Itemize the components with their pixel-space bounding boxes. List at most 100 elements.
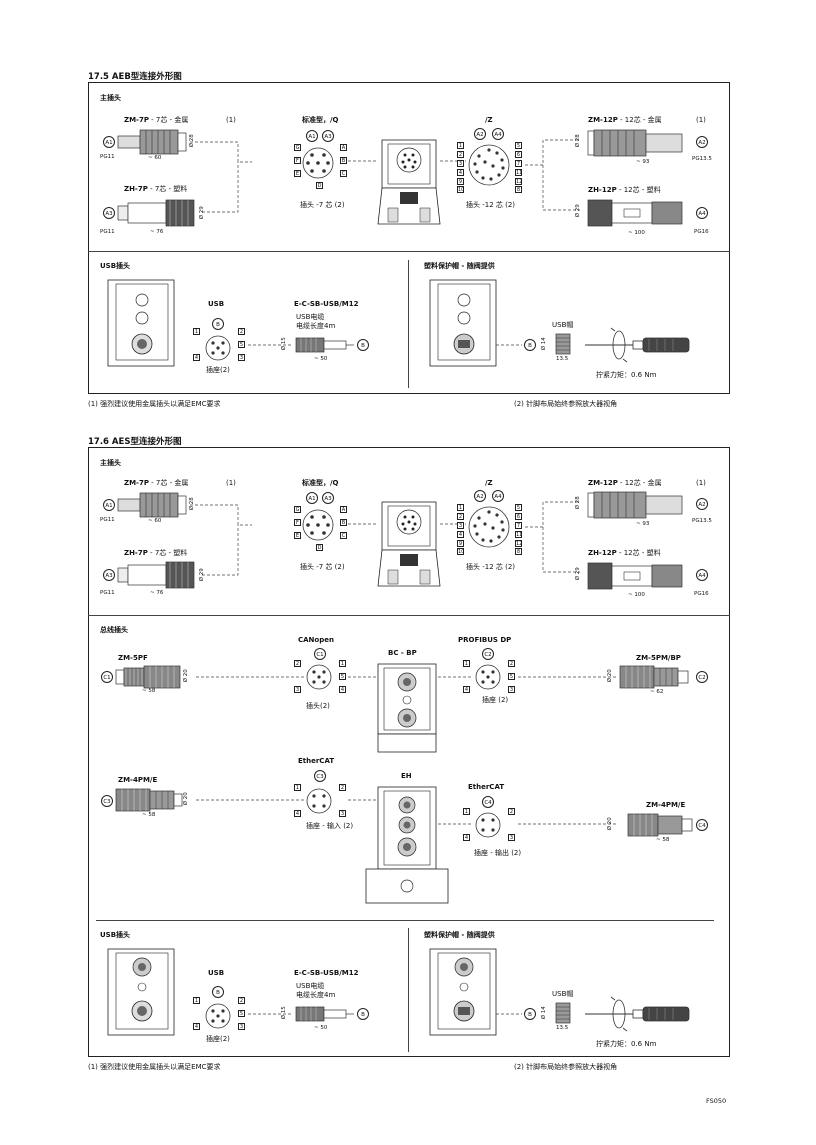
zh7p-connector-drawing — [117, 199, 195, 227]
profibus-pin-face — [475, 664, 501, 690]
aes-pin12-9: 9 — [457, 540, 464, 547]
zm5pmbp-connector-drawing — [619, 665, 689, 689]
ethercat-out-dash-right — [518, 823, 616, 825]
pin12-2: 2 — [457, 151, 464, 158]
usb-cable-length: 电缆长度4m — [296, 322, 336, 330]
canopen-dash — [348, 676, 376, 678]
pin12-6: 6 — [515, 151, 522, 158]
canopen-pin-5: 5 — [339, 673, 346, 680]
aes-cap-dash — [496, 1013, 522, 1015]
zm7p-length: ~ 60 — [148, 155, 162, 161]
usb-pin-3: 3 — [238, 354, 245, 361]
aes-left-dash-lines — [190, 504, 252, 576]
usb-socket-caption: 插座(2) — [206, 366, 230, 374]
pin7-g: G — [294, 144, 301, 151]
cap-b-marker: B — [524, 339, 536, 351]
aeb-frame — [88, 82, 730, 394]
aes-usb-cap-dia: Ø 14 — [540, 1006, 547, 1020]
aes-a1-marker: A1 — [103, 499, 115, 511]
c3-marker: C3 — [101, 795, 113, 807]
zh12p-pg: PG16 — [694, 229, 709, 235]
zh12p-label: ZH-12P - 12芯 - 塑料 — [588, 186, 661, 194]
c1-marker: C1 — [101, 671, 113, 683]
aes-pin12-6: 6 — [515, 513, 522, 520]
zm5pmbp-label: ZM-5PM/BP — [636, 654, 681, 662]
zm5pf-connector-drawing — [115, 665, 181, 689]
aes-pin7-c: C — [340, 532, 347, 539]
aes-pin12-2: 2 — [457, 513, 464, 520]
profibus-pin-5: 5 — [508, 673, 515, 680]
zh12p-connector-drawing — [587, 199, 683, 227]
aes-zh12p-label: ZH-12P - 12芯 - 塑料 — [588, 549, 661, 557]
aes-zm12p-dia: Ø 28 — [574, 496, 581, 510]
cap-dash — [496, 344, 522, 346]
aes-zm12p-pg: PG13.5 — [692, 518, 712, 524]
aes-pin12-3: 3 — [457, 522, 464, 529]
pin12-3: 3 — [457, 160, 464, 167]
note-1-marker: (1) — [226, 116, 236, 124]
usb-pin-2: 2 — [238, 328, 245, 335]
aes-usb-cable-dia: Ø 15 — [280, 1006, 287, 1020]
profibus-caption: 插座 (2) — [482, 696, 509, 704]
plug12-caption: 插头 -12 芯 (2) — [466, 201, 516, 209]
profibus-dash-left — [438, 676, 472, 678]
aes-z-label: /Z — [485, 479, 493, 487]
usb-b-marker: B — [212, 318, 224, 330]
ethercat-out-pin-3: 3 — [508, 834, 515, 841]
aes-pin12-12: 12 — [515, 540, 523, 547]
ethercat-c4-marker: C4 — [482, 796, 494, 808]
canopen-label: CANopen — [298, 636, 334, 644]
aes-usb-pin-2: 2 — [238, 997, 245, 1004]
aes-usb-pin-4: 4 — [193, 1023, 200, 1030]
aes-zh7p-label: ZH-7P - 7芯 - 塑料 — [124, 549, 188, 557]
usb-cable-drawing — [295, 337, 354, 353]
zm5pf-label: ZM-5PF — [118, 654, 148, 662]
usb-pin5-face — [205, 335, 231, 361]
ethercat-out-pin-4: 4 — [463, 834, 470, 841]
aes-zm12p-connector-drawing — [587, 491, 683, 519]
canopen-pin-4: 4 — [339, 686, 346, 693]
footnote-2: (2) 针脚布局始终参照放大器视角 — [514, 400, 618, 408]
zm4pme-right-label: ZM-4PM/E — [646, 801, 686, 809]
aes-plug7-caption: 插头 -7 芯 (2) — [300, 563, 345, 571]
aes-pin12-11: 11 — [515, 531, 523, 538]
zm5pf-dash — [196, 676, 304, 678]
usb-cap-dia: Ø 14 — [540, 337, 547, 351]
bus-plug-heading: 总线插头 — [100, 626, 128, 634]
ethercat-in-dash-right — [348, 799, 376, 801]
aes-zh12p-pg: PG16 — [694, 591, 709, 597]
ethercat-in-label: EtherCAT — [298, 757, 335, 765]
aes-plug12-caption: 插头 -12 芯 (2) — [466, 563, 516, 571]
ethercat-out-pin-face — [475, 812, 501, 838]
aes-torque-label: 拧紧力矩：0.6 Nm — [596, 1040, 657, 1048]
zm4pme-right-connector-drawing — [627, 813, 693, 837]
a3-marker: A3 — [103, 207, 115, 219]
aes-zh12p-connector-drawing — [587, 562, 683, 590]
zm12p-label: ZM-12P - 12芯 - 金属 — [588, 116, 662, 124]
note-1-marker-right: (1) — [696, 116, 706, 124]
pin12-1: 1 — [457, 142, 464, 149]
ethercat-out-dash-left — [438, 823, 472, 825]
profibus-pin-2: 2 — [508, 660, 515, 667]
usb-label: USB — [208, 300, 225, 308]
aes-usb-amplifier-drawing — [107, 948, 175, 1036]
a4-marker: A4 — [696, 207, 708, 219]
aes-pin7-e: E — [294, 532, 301, 539]
pin7-b: B — [340, 157, 347, 164]
aes-std-a1-marker: A1 — [306, 492, 318, 504]
zm12p-dia: Ø 28 — [574, 134, 581, 148]
aes-zm7p-length: ~ 60 — [148, 518, 162, 524]
usb-cable-label: USB电缆 — [296, 313, 325, 321]
aes-usb-label: USB — [208, 969, 225, 977]
aes-screwdriver-icon — [585, 996, 690, 1032]
aes-usb-socket-caption: 插座(2) — [206, 1035, 230, 1043]
aeb-amplifier-drawing — [377, 139, 441, 225]
aes-zh12p-dia: Ø 29 — [574, 567, 581, 581]
pin7-e: E — [294, 170, 301, 177]
aes-usb-pin5-face — [205, 1003, 231, 1029]
cap-heading: 塑料保护帽 - 随阀提供 — [424, 262, 495, 270]
profibus-dash-right — [518, 676, 616, 678]
aes-usb-cap-label: USB帽 — [552, 990, 574, 998]
usb-pin-1: 1 — [193, 328, 200, 335]
pin12-11: 11 — [515, 169, 523, 176]
